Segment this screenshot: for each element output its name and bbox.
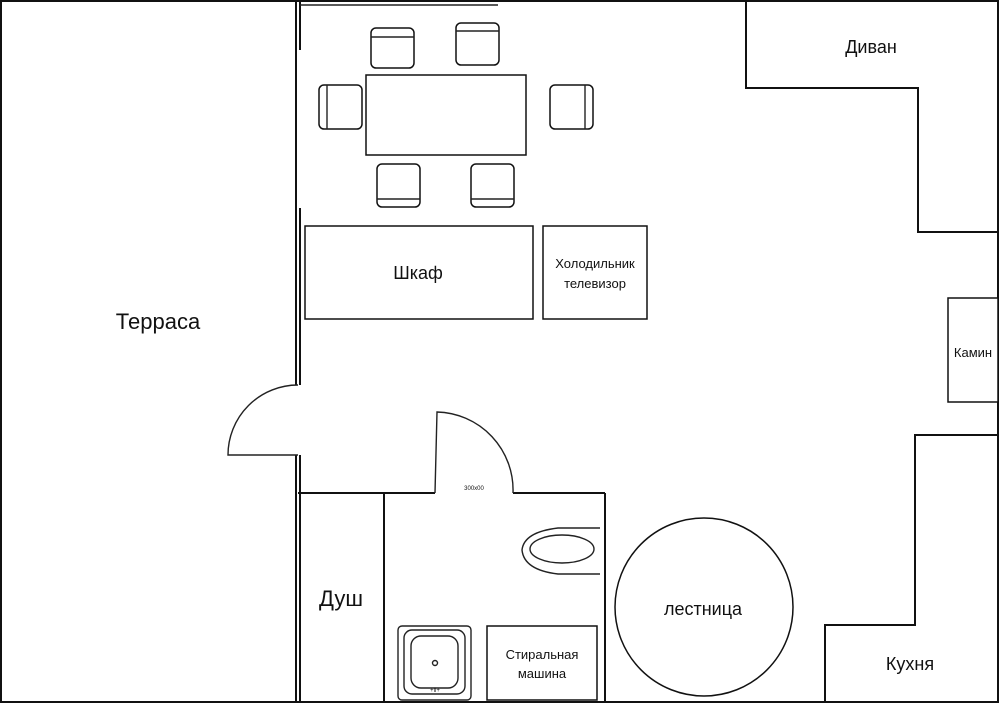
shower-label: Душ: [319, 586, 363, 611]
sofa-wall: [745, 2, 998, 233]
chair-top-left: [370, 27, 415, 69]
bathroom-walls: [298, 492, 606, 702]
wardrobe-box: [304, 225, 534, 320]
dining-chairs: [318, 22, 594, 208]
wardrobe-label: Шкаф: [393, 263, 443, 283]
washer-label-line1: Стиральная: [506, 647, 579, 662]
bathroom-door: [434, 411, 514, 494]
terrace-door: [227, 384, 299, 456]
terrace-label: Терраса: [116, 309, 201, 334]
door-size-mark: 300x00: [464, 486, 484, 492]
dining-table: [365, 74, 527, 156]
toilet: [521, 527, 600, 575]
sink: +ll+: [397, 625, 472, 701]
chair-right: [549, 84, 594, 130]
washer-label-line2: машина: [518, 666, 567, 681]
fridge-label-line1: Холодильник: [555, 256, 635, 271]
stairs-label: лестница: [664, 599, 743, 619]
fridge-label-line2: телевизор: [564, 276, 626, 291]
chair-left: [318, 84, 363, 130]
terrace-wall: [295, 2, 498, 702]
chair-bottom-right: [470, 163, 515, 208]
kitchen-label: Кухня: [886, 654, 934, 674]
faucet-mark: +ll+: [430, 688, 440, 694]
fridge-tv-box: [542, 225, 648, 320]
chair-bottom-left: [376, 163, 421, 208]
washer-box: [486, 625, 598, 701]
chair-top-right: [455, 22, 500, 66]
fireplace-label: Камин: [954, 345, 992, 360]
fireplace-box: [947, 297, 999, 403]
stairs-circle: [614, 517, 794, 697]
sofa-label: Диван: [845, 37, 897, 57]
kitchen-wall: [824, 434, 998, 702]
